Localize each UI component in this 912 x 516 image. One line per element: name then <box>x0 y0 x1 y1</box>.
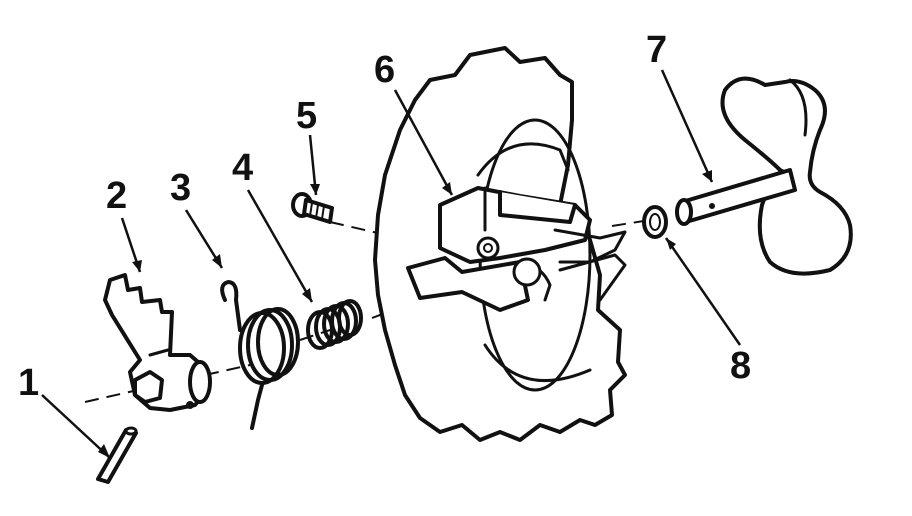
part-6-bracket <box>406 186 627 312</box>
callout-1: 1 <box>18 362 39 404</box>
callout-labels: 1 2 3 4 5 6 7 8 <box>18 29 751 404</box>
leader-lines <box>41 69 742 459</box>
callout-5: 5 <box>296 95 317 137</box>
part-7-crank-handle <box>675 76 853 276</box>
callout-2: 2 <box>106 175 127 217</box>
callout-4: 4 <box>232 147 253 189</box>
callout-7: 7 <box>646 29 667 71</box>
callout-3: 3 <box>170 167 191 209</box>
part-2-latch-cam <box>103 273 212 412</box>
part-4-compression-spring <box>306 299 363 350</box>
leader-arrowheads <box>98 170 712 458</box>
part-8-washer <box>642 205 668 239</box>
callout-6: 6 <box>374 49 395 91</box>
part-3-torsion-spring <box>220 280 300 430</box>
part-5-screw <box>291 192 334 224</box>
callout-8: 8 <box>730 345 751 387</box>
part-1-pin <box>96 426 138 484</box>
